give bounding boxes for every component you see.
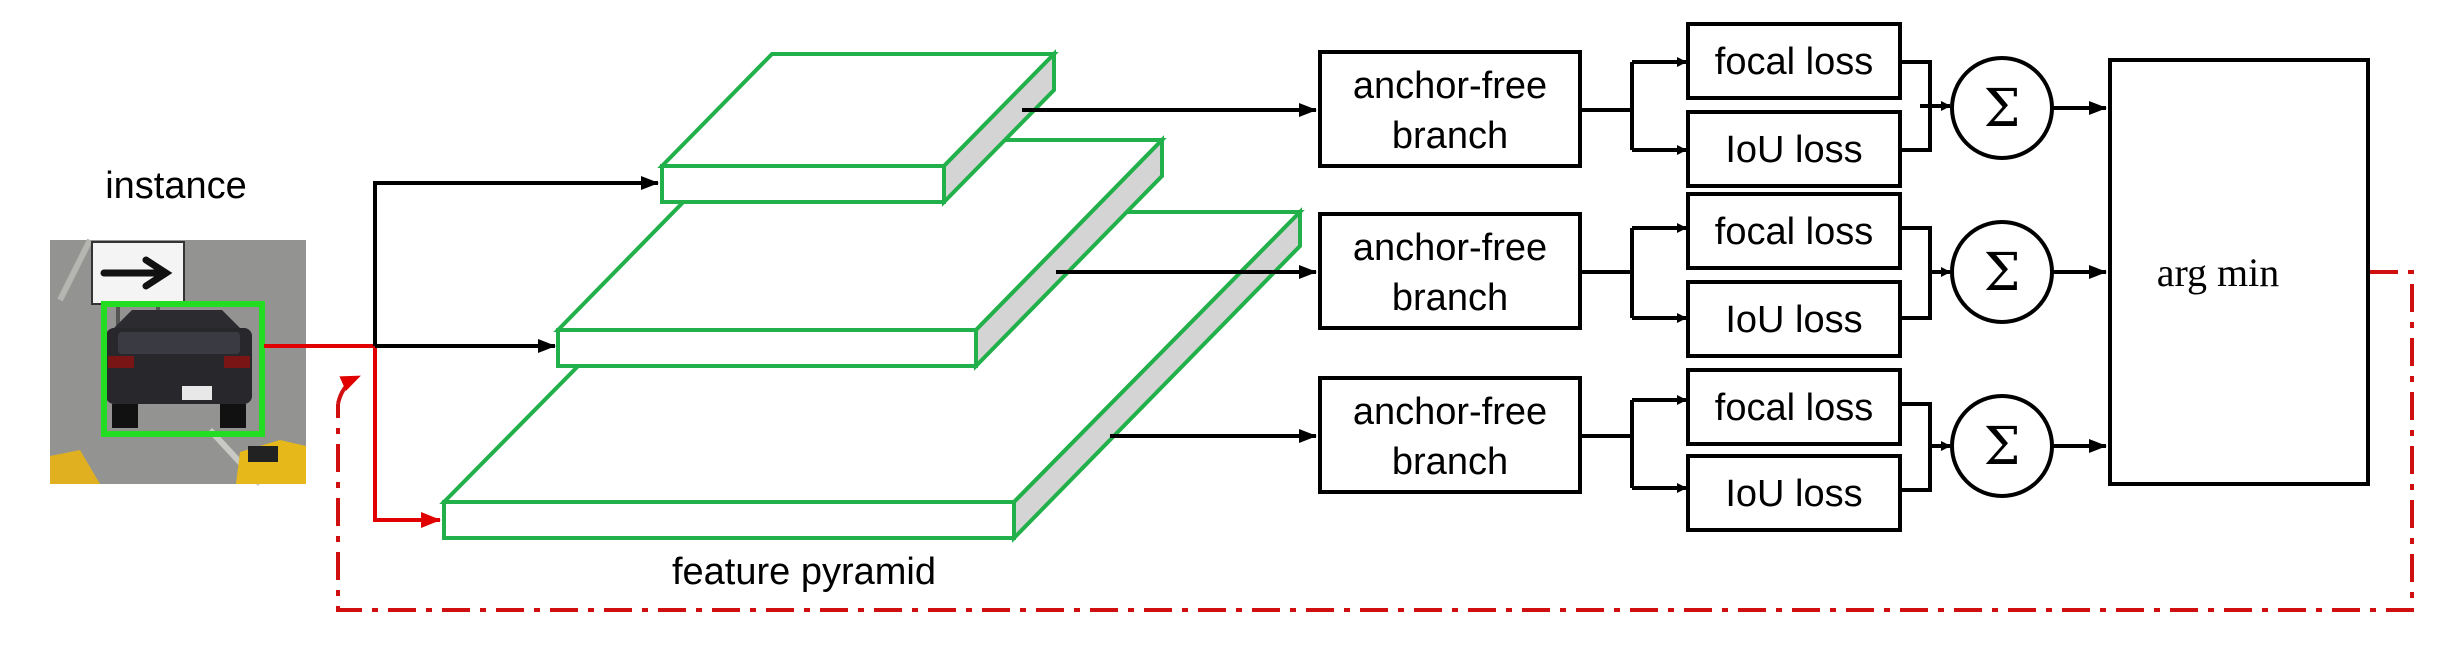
instance-bounding-box: [101, 301, 265, 437]
focal-loss-label: focal loss: [1715, 387, 1873, 429]
arg-min-label: arg min: [2157, 250, 2280, 295]
pyramid-level-top: [657, 49, 1059, 207]
focal-loss-box: [1686, 368, 1902, 446]
focal-loss-box: [1686, 192, 1902, 270]
branch-label-line1: anchor-free: [1353, 391, 1547, 433]
arrow-to-top-level: [373, 176, 659, 346]
branch-split-lines: [1580, 228, 1634, 318]
feature-pyramid-label: feature pyramid: [672, 551, 936, 593]
instance-image: [50, 238, 306, 487]
feedback-loop-line: [336, 270, 2414, 612]
branch-label-line2: branch: [1392, 441, 1508, 483]
arg-min-box: [2108, 58, 2370, 486]
red-arrow-to-bottom-level: [373, 346, 441, 528]
iou-loss-label: IoU loss: [1725, 299, 1862, 341]
anchor-free-branch-box: [1318, 376, 1582, 494]
iou-loss-box: [1686, 454, 1902, 532]
branch-label-line2: branch: [1392, 115, 1508, 157]
sigma-icon: Σ: [1984, 79, 2021, 139]
anchor-free-branch-box: [1318, 212, 1582, 330]
loss-merge-lines: [1900, 226, 1932, 320]
branch-label-line2: branch: [1392, 277, 1508, 319]
branch-split-lines: [1580, 400, 1634, 488]
focal-loss-label: focal loss: [1715, 211, 1873, 253]
branch-row-3: anchor-free branch focal loss IoU loss Σ: [1318, 368, 2107, 532]
branch-label-line1: anchor-free: [1353, 65, 1547, 107]
branch-split-lines: [1580, 60, 1686, 152]
taxi-left: [50, 450, 100, 484]
right-arrow-icon: [100, 256, 173, 290]
loss-merge-lines: [1900, 402, 1932, 492]
focal-loss-box: [1686, 22, 1902, 100]
iou-loss-label: IoU loss: [1725, 129, 1862, 171]
branch-label-line1: anchor-free: [1353, 227, 1547, 269]
focal-loss-label: focal loss: [1715, 41, 1873, 83]
sigma-icon: Σ: [1984, 243, 2021, 303]
car: [106, 310, 252, 428]
branch-row-2: anchor-free branch focal loss IoU loss Σ: [1318, 192, 2107, 358]
iou-loss-label: IoU loss: [1725, 473, 1862, 515]
anchor-free-branch-box: [1318, 50, 1582, 168]
feedback-loop-arrowhead: [336, 374, 361, 405]
branch-row-1: anchor-free branch focal loss IoU loss Σ: [1318, 22, 2107, 188]
sigma-icon: Σ: [1984, 417, 2021, 477]
instance-label: instance: [105, 165, 247, 207]
